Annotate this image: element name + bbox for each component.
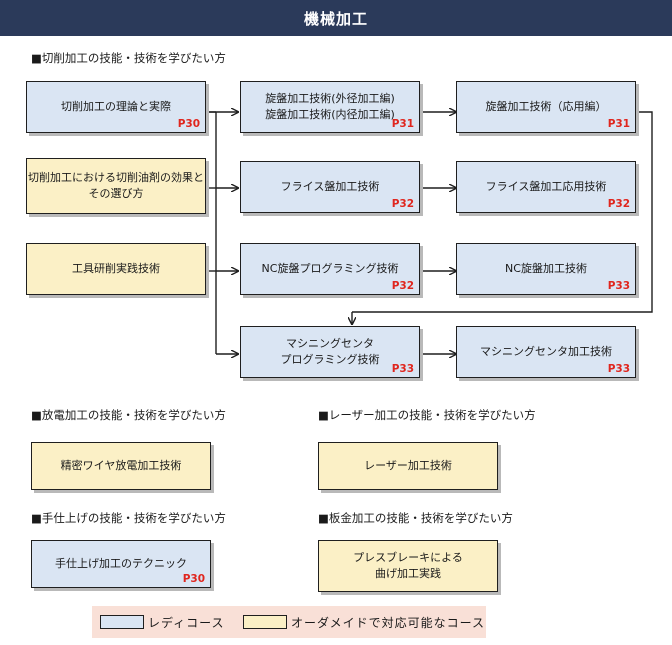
page-ref: P33: [607, 280, 630, 292]
course-label: レーザー加工技術: [364, 459, 452, 472]
course-label: NC旋盤加工技術: [505, 262, 587, 275]
course-cutting-theory[interactable]: 切削加工の理論と実際 P30: [26, 81, 206, 133]
page-ref: P33: [391, 363, 414, 375]
course-press-brake[interactable]: プレスブレーキによる 曲げ加工実践: [318, 540, 498, 592]
legend-swatch-ready: [100, 615, 144, 629]
course-label-line2: 旋盤加工技術(内径加工編): [265, 108, 395, 121]
course-label: フライス盤加工応用技術: [485, 180, 607, 193]
page-ref: P32: [391, 198, 414, 210]
page-ref: P30: [182, 573, 205, 585]
course-nc-programming[interactable]: NC旋盤プログラミング技術 P32: [240, 243, 420, 295]
section-title-sheet: ■板金加工の技能・技術を学びたい方: [318, 511, 513, 525]
section-title-finishing: ■手仕上げの技能・技術を学びたい方: [31, 511, 226, 525]
connector-right-loop: [352, 111, 653, 313]
course-lathe[interactable]: 旋盤加工技術(外径加工編) 旋盤加工技術(内径加工編) P31: [240, 81, 420, 133]
course-mc-programming[interactable]: マシニングセンタ プログラミング技術 P33: [240, 326, 420, 378]
course-label-line2: その選び方: [88, 187, 144, 200]
page-ref: P33: [607, 363, 630, 375]
course-label: 旋盤加工技術(外径加工編): [265, 92, 395, 105]
course-label: NC旋盤プログラミング技術: [261, 262, 399, 275]
course-cutting-fluid[interactable]: 切削加工における切削油剤の効果と その選び方: [26, 158, 206, 214]
course-nc-lathe[interactable]: NC旋盤加工技術 P33: [456, 243, 636, 295]
course-wire-edm[interactable]: 精密ワイヤ放電加工技術: [31, 442, 211, 490]
course-label: フライス盤加工技術: [280, 180, 380, 193]
section-title-laser: ■レーザー加工の技能・技術を学びたい方: [318, 408, 536, 422]
section-title-cutting: ■切削加工の技能・技術を学びたい方: [31, 51, 226, 65]
course-label-line2: プログラミング技術: [280, 353, 380, 366]
course-label: 切削加工の理論と実際: [61, 100, 171, 113]
page-ref: P30: [177, 118, 200, 130]
page-ref: P31: [391, 118, 414, 130]
page-ref: P31: [607, 118, 630, 130]
course-label: 工具研削実践技術: [72, 262, 160, 275]
legend: [92, 606, 486, 638]
course-label: 手仕上げ加工のテクニック: [55, 557, 187, 570]
course-mc-machining[interactable]: マシニングセンタ加工技術 P33: [456, 326, 636, 378]
course-label: マシニングセンタ: [286, 337, 374, 350]
course-laser[interactable]: レーザー加工技術: [318, 442, 498, 490]
course-label: 旋盤加工技術（応用編）: [485, 100, 607, 113]
legend-swatch-custom: [243, 615, 287, 629]
page-ref: P32: [391, 280, 414, 292]
legend-label-ready: レディコース: [148, 616, 225, 630]
course-label: 精密ワイヤ放電加工技術: [60, 459, 182, 472]
course-milling[interactable]: フライス盤加工技術 P32: [240, 161, 420, 213]
section-title-edm: ■放電加工の技能・技術を学びたい方: [31, 408, 226, 422]
course-lathe-applied[interactable]: 旋盤加工技術（応用編） P31: [456, 81, 636, 133]
page-ref: P32: [607, 198, 630, 210]
course-hand-finish[interactable]: 手仕上げ加工のテクニック P30: [31, 540, 211, 588]
course-label: プレスブレーキによる: [353, 551, 463, 564]
course-tool-grinding[interactable]: 工具研削実践技術: [26, 243, 206, 295]
page-header: 機械加工: [0, 0, 672, 36]
course-label: マシニングセンタ加工技術: [480, 345, 612, 358]
course-milling-applied[interactable]: フライス盤加工応用技術 P32: [456, 161, 636, 213]
course-label-line2: 曲げ加工実践: [375, 567, 441, 580]
page-title: 機械加工: [303, 9, 368, 28]
legend-label-custom: オーダメイドで対応可能なコース: [291, 616, 486, 630]
course-label: 切削加工における切削油剤の効果と: [28, 171, 204, 184]
